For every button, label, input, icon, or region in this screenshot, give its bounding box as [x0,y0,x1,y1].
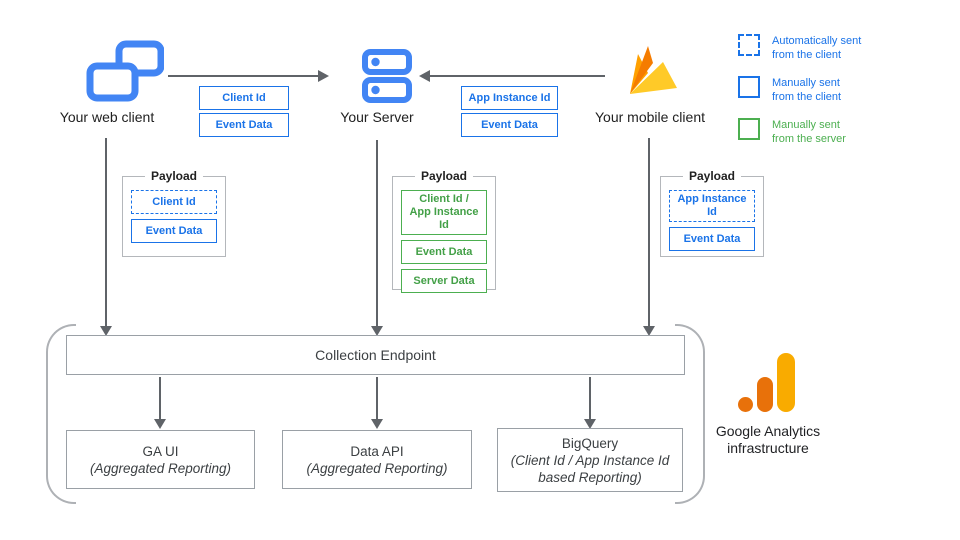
chip-mobile-event-data: Event Data [461,113,558,137]
payload-web-event-data: Event Data [131,219,217,243]
arrow-mobile-down-line [648,138,650,326]
output-bigquery-subtitle: (Client Id / App Instance Id based Repor… [510,452,670,485]
google-analytics-icon-mid-bar [757,377,773,412]
payload-mobile-event-data: Event Data [669,227,755,251]
legend-label-auto-client: Automatically sent from the client [772,35,862,61]
output-box-ga-ui: GA UI (Aggregated Reporting) [66,430,255,489]
arrow-server-down-head [371,326,383,336]
payload-server-items: Client Id / App Instance Id Event Data S… [393,190,495,293]
arrow-web-to-server-line [168,75,318,77]
arrow-web-down-head [100,326,112,336]
chip-web-event-data: Event Data [199,113,289,137]
arrow-endpoint-bigquery-line [589,377,591,419]
google-analytics-infrastructure-label: Google Analytics infrastructure [715,423,821,456]
payload-server-ids: Client Id / App Instance Id [401,190,487,235]
arrow-web-down-line [105,138,107,326]
server-label: Your Server [340,109,414,125]
payload-mobile-items: App Instance Id Event Data [661,190,763,251]
output-ga-ui-subtitle: (Aggregated Reporting) [89,460,232,476]
web-client-icon [86,40,165,102]
payload-mobile-app-instance-id: App Instance Id [669,190,755,222]
chip-web-client-id: Client Id [199,86,289,110]
payload-box-mobile: Payload App Instance Id Event Data [660,169,764,257]
output-data-api-title: Data API [350,443,404,459]
legend-label-manual-client: Manually sent from the client [772,77,842,103]
arrow-endpoint-dataapi-head [371,419,383,429]
firebase-icon [624,42,684,103]
payload-box-web: Payload Client Id Event Data [122,169,226,257]
arrow-mobile-down-head [643,326,655,336]
payload-web-client-id: Client Id [131,190,217,214]
arrow-endpoint-bigquery-head [584,419,596,429]
output-box-bigquery: BigQuery (Client Id / App Instance Id ba… [497,428,683,492]
payload-box-server: Payload Client Id / App Instance Id Even… [392,169,496,293]
legend-swatch-manual-client [738,76,760,98]
output-box-data-api: Data API (Aggregated Reporting) [282,430,472,489]
arrow-web-to-server-head [318,70,329,82]
output-data-api-subtitle: (Aggregated Reporting) [306,460,448,476]
legend-swatch-auto-client [738,34,760,56]
mobile-client-label: Your mobile client [595,109,705,125]
payload-title: Payload [682,169,742,183]
arrow-endpoint-gaui-head [154,419,166,429]
collection-endpoint-box: Collection Endpoint [66,335,685,375]
payload-server-server-data: Server Data [401,269,487,293]
legend-swatch-manual-server [738,118,760,140]
arrow-mobile-to-server-head [419,70,430,82]
output-bigquery-title: BigQuery [561,435,619,451]
arrow-endpoint-gaui-line [159,377,161,419]
output-ga-ui-title: GA UI [142,443,179,459]
google-analytics-icon-tall-bar [777,353,795,412]
web-client-label: Your web client [59,109,155,125]
legend-label-manual-server: Manually sent from the server [772,119,846,145]
payload-web-items: Client Id Event Data [123,190,225,243]
arrow-mobile-to-server-line [430,75,605,77]
arrow-server-down-line [376,140,378,326]
google-analytics-icon-dot [738,397,753,412]
arrow-endpoint-dataapi-line [376,377,378,419]
payload-title: Payload [414,169,474,183]
chip-mobile-app-instance-id: App Instance Id [461,86,558,110]
server-icon [362,49,412,103]
payload-server-event-data: Event Data [401,240,487,264]
payload-title: Payload [144,169,204,183]
